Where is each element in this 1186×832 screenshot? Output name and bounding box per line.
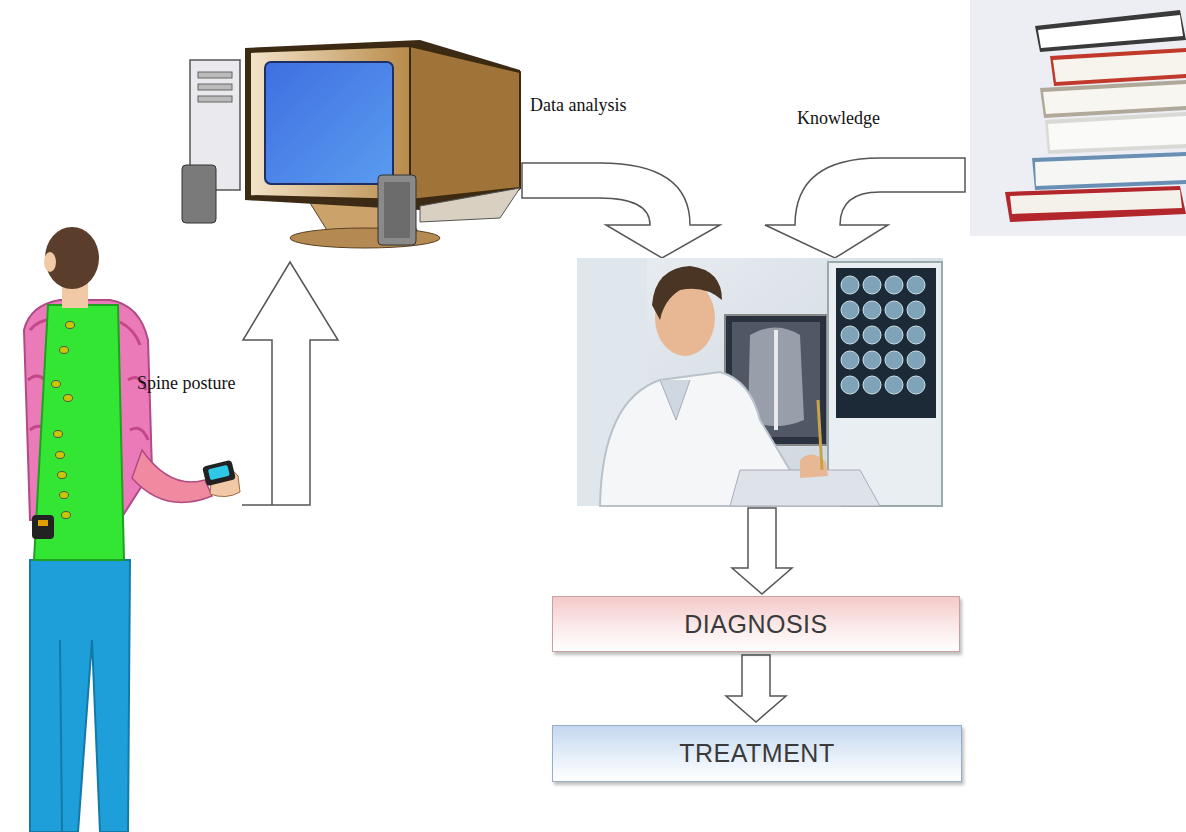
box-label: TREATMENT: [679, 739, 834, 768]
person-figure: [24, 227, 240, 832]
arrow-label: Spine posture: [137, 373, 236, 394]
computer-picture: [182, 40, 520, 248]
arrow-label: Knowledge: [797, 108, 880, 129]
books-picture: [970, 0, 1186, 236]
flow-arrows: [242, 158, 965, 594]
process-box: TREATMENT: [552, 725, 962, 782]
doctor-photo: [577, 258, 943, 506]
block-arrow: [726, 655, 786, 722]
arrow-label: Data analysis: [530, 95, 626, 116]
box-label: DIAGNOSIS: [684, 610, 827, 639]
process-box: DIAGNOSIS: [552, 596, 960, 652]
